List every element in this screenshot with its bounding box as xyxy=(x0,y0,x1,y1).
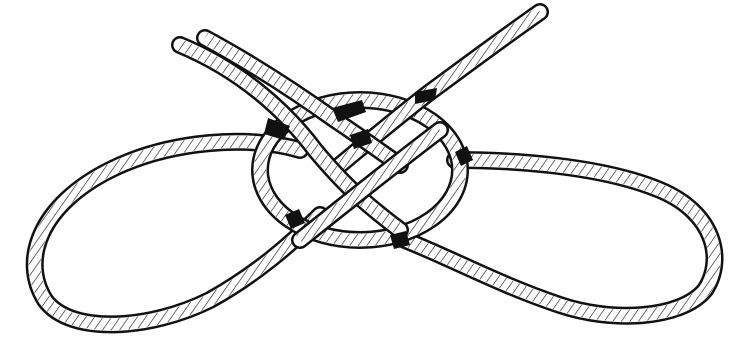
left-loop xyxy=(35,142,320,325)
